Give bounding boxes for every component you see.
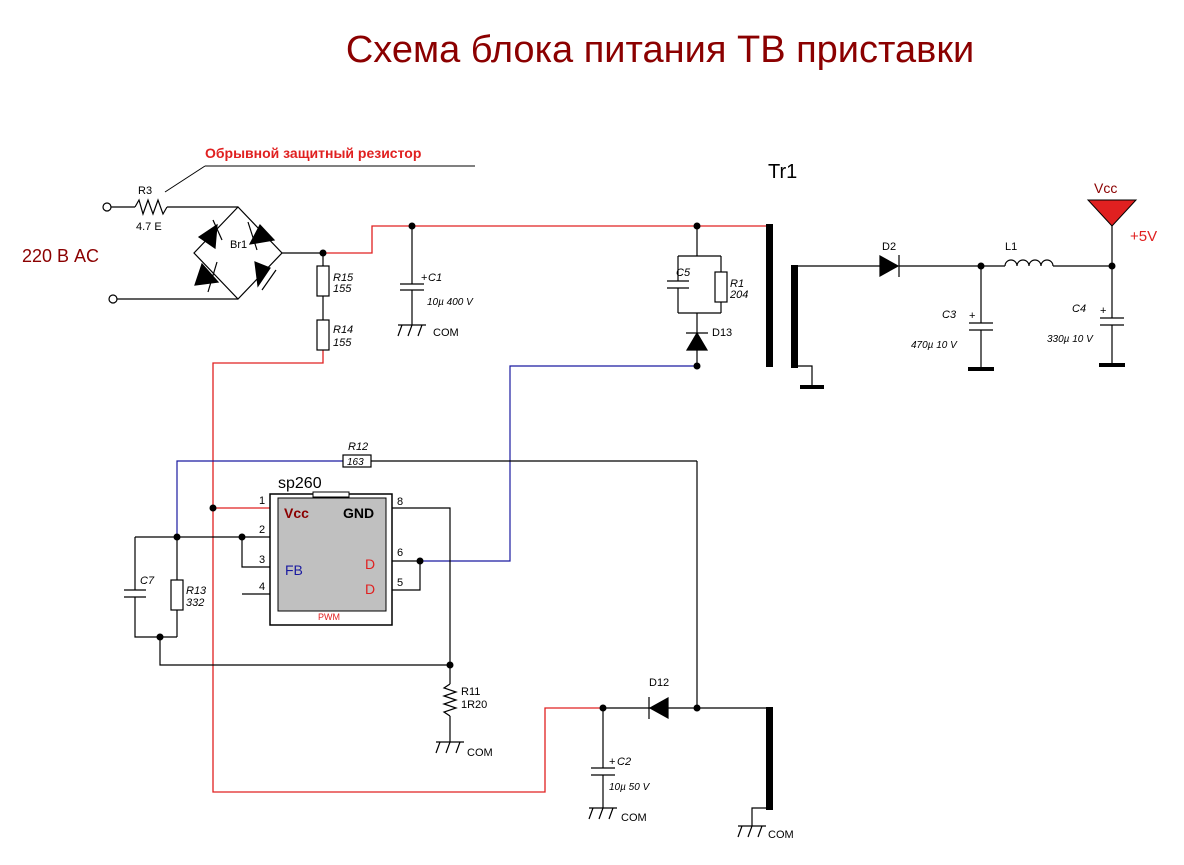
c7-name: C7	[140, 575, 155, 587]
annotation-label: Обрывной защитный резистор	[205, 145, 421, 161]
d2-name: D2	[882, 241, 896, 253]
c3-name: C3	[942, 309, 957, 321]
aux-com: COM	[768, 829, 794, 841]
c4-value: 330µ 10 V	[1047, 334, 1094, 345]
input-terminals	[102, 198, 238, 304]
c3-plus: +	[969, 310, 975, 322]
c4-name: C4	[1072, 303, 1086, 315]
r3-value: 4.7 E	[136, 221, 162, 233]
r11-value: 1R20	[461, 699, 487, 711]
ic-vcc: Vcc	[284, 505, 309, 521]
c1-com: COM	[433, 327, 459, 339]
r13-name: R13	[186, 585, 207, 597]
c2-value: 10µ 50 V	[609, 782, 651, 793]
page-title: Схема блока питания ТВ приставки	[346, 29, 974, 71]
c5-name: C5	[676, 267, 691, 279]
ic-sp260	[269, 491, 393, 626]
c1-value: 10µ 400 V	[427, 297, 474, 308]
bridge-rectifier	[193, 206, 323, 300]
d12-name: D12	[649, 677, 669, 689]
c2-plus: +	[609, 756, 615, 768]
ic-d2: D	[365, 581, 375, 597]
c1-name: C1	[428, 272, 442, 284]
ic-type: PWM	[318, 612, 340, 622]
transformer-secondary	[798, 265, 880, 389]
r15-name: R15	[333, 272, 354, 284]
d13-name: D13	[712, 327, 732, 339]
annotation-leader	[164, 165, 475, 193]
ic-fb: FB	[285, 562, 303, 578]
r3-name: R3	[138, 185, 152, 197]
r14-name: R14	[333, 324, 353, 336]
input-label: 220 В AC	[22, 246, 99, 266]
ic-name: sp260	[278, 475, 322, 492]
aux-winding	[588, 696, 770, 838]
r11-name: R11	[461, 686, 480, 698]
ic-wiring	[124, 461, 698, 754]
transformer	[766, 224, 798, 810]
tr1-label: Tr1	[768, 161, 797, 183]
out-label: +5V	[1130, 228, 1157, 245]
r1-name: R1	[730, 278, 744, 290]
pin-1: 1	[259, 495, 265, 507]
snubber	[667, 226, 728, 366]
feedback-wires	[176, 365, 697, 562]
br1-name: Br1	[230, 239, 247, 251]
r13-value: 332	[186, 597, 204, 609]
c1	[397, 226, 426, 337]
r1-value: 204	[729, 289, 748, 301]
pin-6: 6	[397, 547, 403, 559]
vcc-flag	[1086, 199, 1138, 227]
pin-3: 3	[259, 554, 265, 566]
r11-com: COM	[467, 747, 493, 759]
pin-8: 8	[397, 496, 403, 508]
ic-gnd: GND	[343, 505, 374, 521]
pin-5: 5	[397, 577, 403, 589]
c3-value: 470µ 10 V	[911, 340, 958, 351]
r12-name: R12	[348, 441, 368, 453]
r14-value: 155	[333, 337, 352, 349]
c1-plus: +	[421, 272, 427, 284]
vcc-label: Vcc	[1094, 180, 1117, 196]
ic-d1: D	[365, 556, 375, 572]
c2-com: COM	[621, 812, 647, 824]
r12-value: 163	[347, 457, 364, 468]
pin-4: 4	[259, 581, 265, 593]
c2-name: C2	[617, 756, 631, 768]
r15-value: 155	[333, 283, 352, 295]
r12	[342, 454, 372, 468]
hv-rail	[212, 225, 770, 793]
junction-dots	[156, 222, 1116, 712]
c4-plus: +	[1100, 305, 1106, 317]
l1-name: L1	[1005, 241, 1017, 253]
pin-2: 2	[259, 524, 265, 536]
r15-r14	[316, 253, 330, 351]
